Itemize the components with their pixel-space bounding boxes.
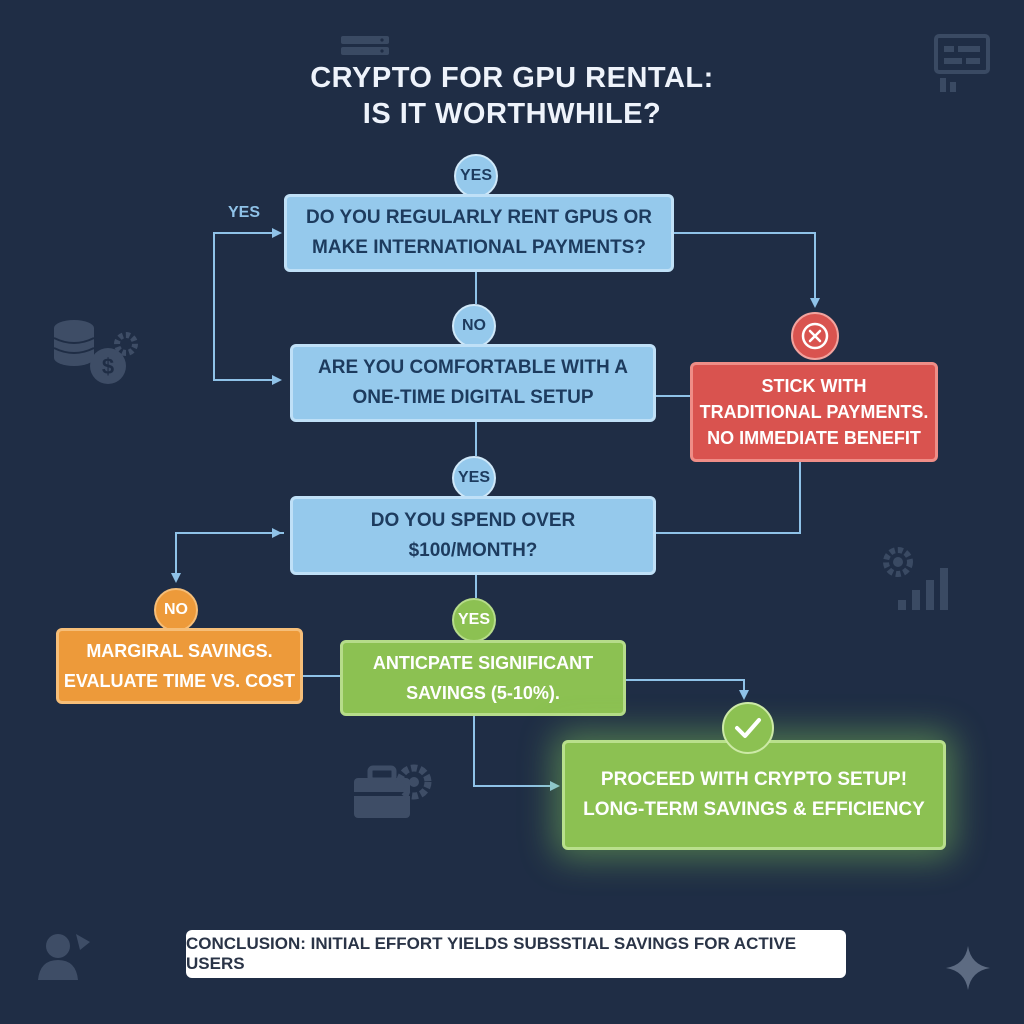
stick-traditional-box: STICK WITH TRADITIONAL PAYMENTS. NO IMME…: [690, 362, 938, 462]
q3-line-2: $100/MONTH?: [408, 539, 538, 561]
q3-monthly-spend-box: DO YOU SPEND OVER $100/MONTH?: [290, 496, 656, 575]
q3-badge: YES: [452, 456, 496, 500]
x-circle-icon: [791, 312, 839, 360]
anticipate-savings-box: ANTICPATE SIGNIFICANT SAVINGS (5-10%).: [340, 640, 626, 716]
marginal-line-1: MARGIRAL SAVINGS.: [86, 641, 273, 661]
q3-line-1: DO YOU SPEND OVER: [370, 509, 576, 531]
sparkle-icon: [946, 946, 990, 990]
proceed-crypto-box: PROCEED WITH CRYPTO SETUP! LONG-TERM SAV…: [562, 740, 946, 850]
q2-comfortable-setup-box: ARE YOU COMFORTABLE WITH A ONE-TIME DIGI…: [290, 344, 656, 422]
marginal-line-2: EVALUATE TIME VS. COST: [63, 671, 296, 691]
toolbox-gear-icon: [354, 764, 432, 818]
proceed-line-1: PROCEED WITH CRYPTO SETUP!: [600, 769, 908, 790]
marginal-savings-box: MARGIRAL SAVINGS. EVALUATE TIME VS. COST: [56, 628, 303, 704]
q2-badge: NO: [452, 304, 496, 348]
proceed-line-2: LONG-TERM SAVINGS & EFFICIENCY: [583, 799, 925, 820]
server-icon: [341, 36, 389, 55]
user-icon: [38, 934, 90, 980]
conclusion-banner: CONCLUSION: INITIAL EFFORT YIELDS SUBSST…: [186, 930, 846, 978]
x-mark-icon: [801, 322, 829, 350]
q1-line-2: MAKE INTERNATIONAL PAYMENTS?: [312, 237, 646, 258]
q1-badge: YES: [454, 154, 498, 198]
stick-line-2: TRADITIONAL PAYMENTS.: [699, 402, 929, 422]
loop-yes-label: YES: [228, 204, 261, 221]
q1-regular-rental-box: DO YOU REGULARLY RENT GPUS OR MAKE INTER…: [284, 194, 674, 272]
checkmark-icon: [735, 718, 761, 738]
stick-line-1: STICK WITH: [761, 376, 867, 396]
check-circle-icon: [722, 702, 774, 754]
svg-text:$: $: [102, 354, 114, 379]
q2-line-2: ONE-TIME DIGITAL SETUP: [352, 387, 594, 408]
q2-line-1: ARE YOU COMFORTABLE WITH A: [318, 357, 628, 378]
page-title-line-2: IS IT WORTHWHILE?: [362, 98, 662, 130]
anticipate-line-2: SAVINGS (5-10%).: [406, 683, 560, 703]
anticipate-badge: YES: [452, 598, 496, 642]
coins-gear-icon: $: [53, 320, 138, 384]
stick-line-3: NO IMMEDIATE BENEFIT: [707, 428, 921, 448]
gear-chart-icon: [883, 547, 948, 610]
page-title-line-1: CRYPTO FOR GPU RENTAL:: [310, 62, 714, 94]
marginal-badge: NO: [154, 588, 198, 632]
dashboard-icon: [934, 34, 990, 92]
q1-line-1: DO YOU REGULARLY RENT GPUS OR: [306, 207, 652, 228]
anticipate-line-1: ANTICPATE SIGNIFICANT: [372, 653, 594, 673]
